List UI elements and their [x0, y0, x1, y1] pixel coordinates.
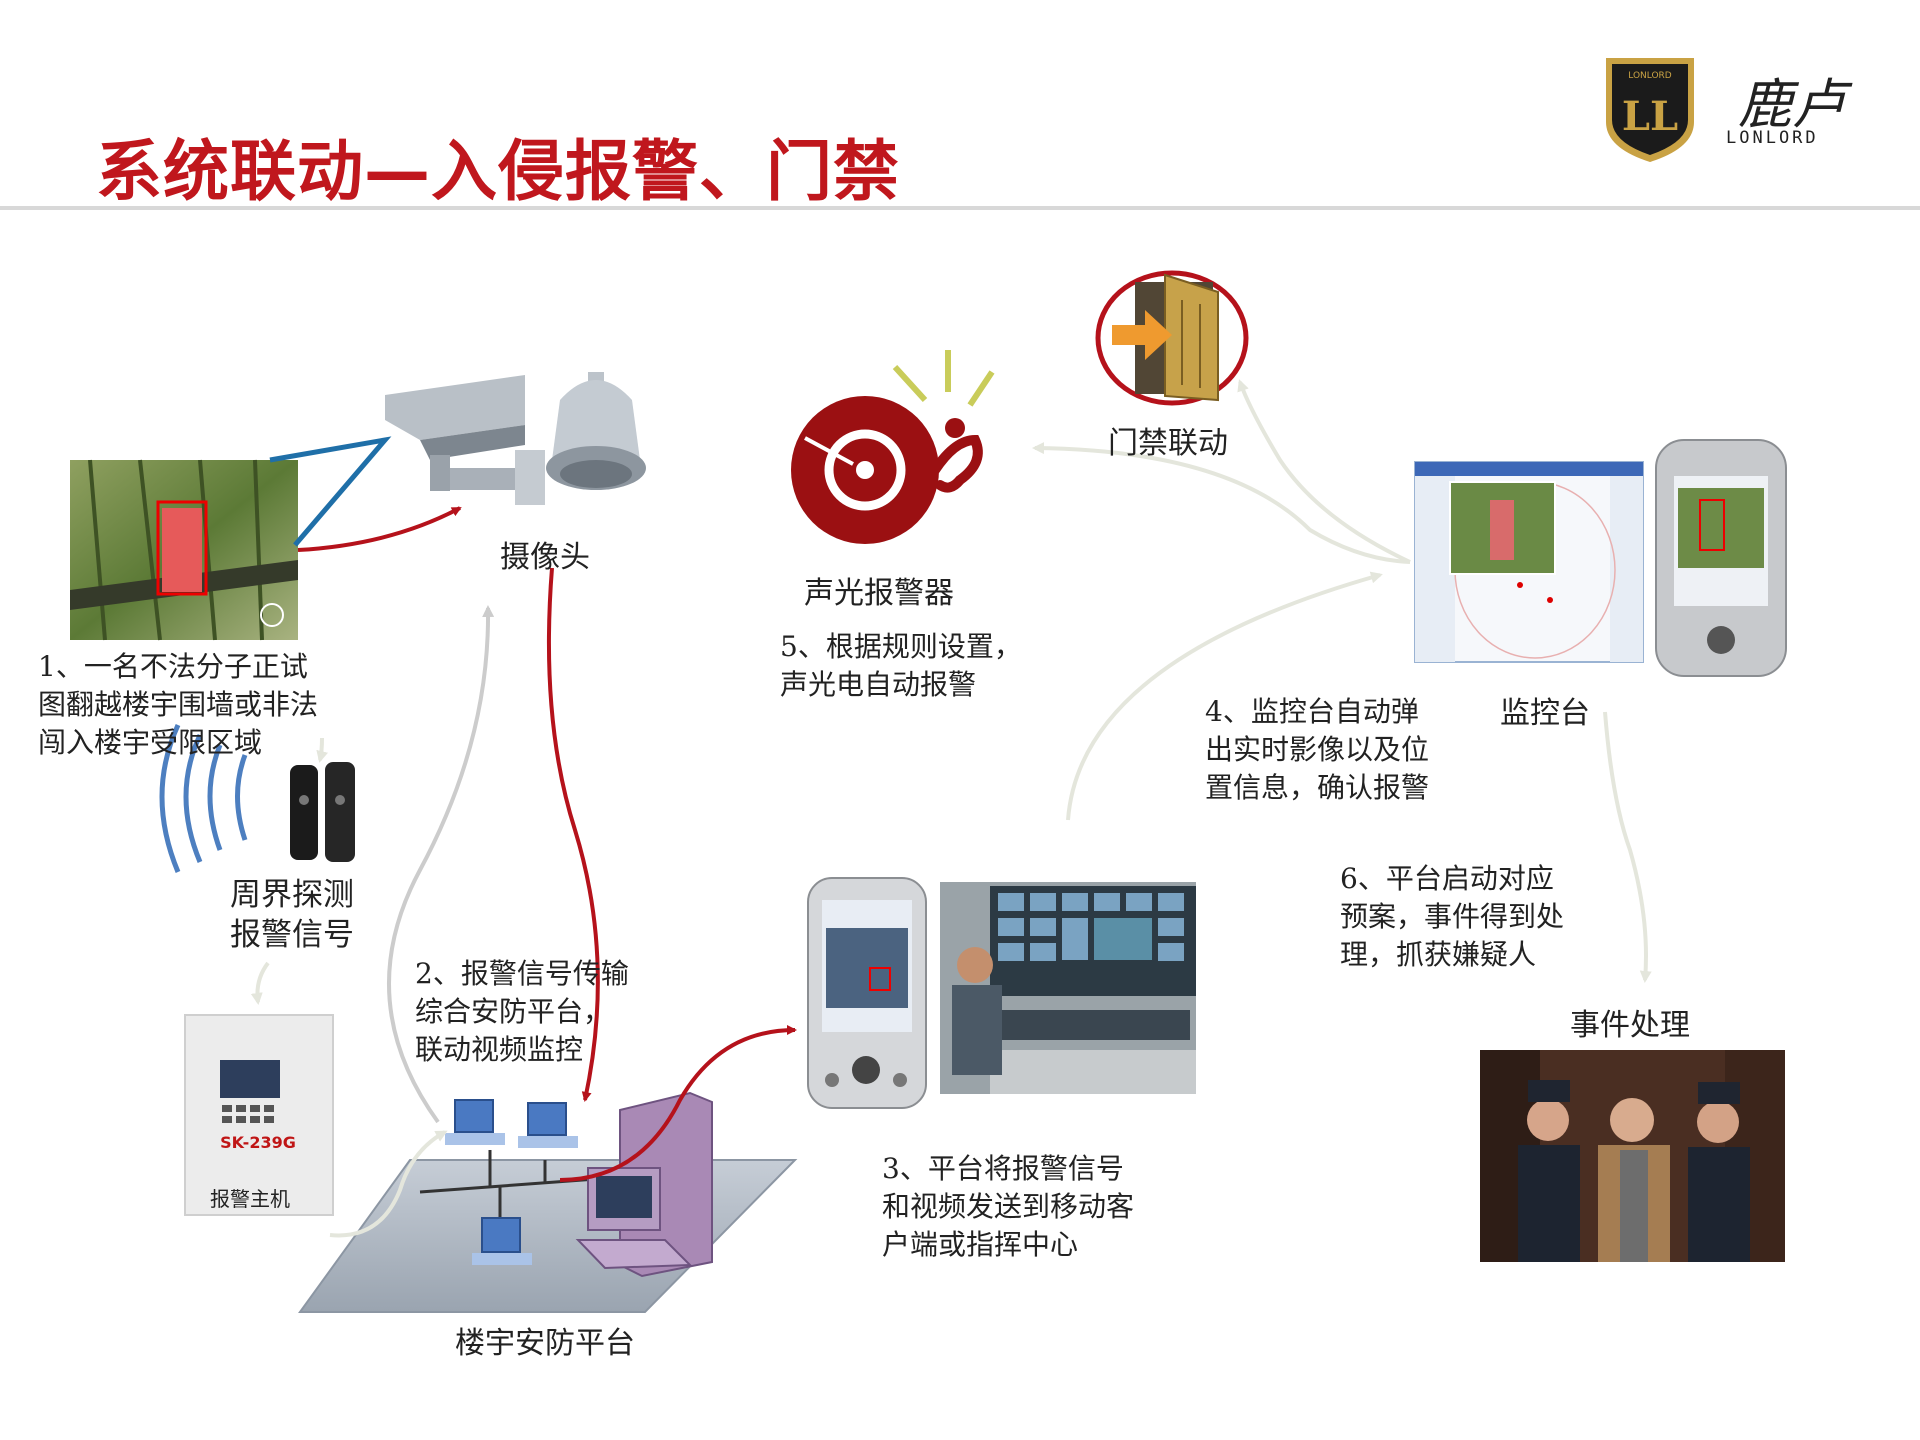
security-platform-network — [298, 1091, 798, 1313]
arrow-scene-to-camera — [297, 506, 462, 552]
intruder-photo — [70, 459, 298, 641]
view-cone-line — [269, 436, 392, 547]
arrow-detector-to-host — [250, 961, 270, 1005]
siren-alarm-icon — [791, 350, 995, 544]
console-screen-image — [1414, 461, 1644, 663]
perimeter-detector-icon — [159, 723, 355, 873]
arrow-console-to-incident — [1603, 711, 1652, 983]
arrow-camera-to-platform — [546, 567, 600, 1102]
step-6-text: 6、平台启动对应 预案，事件得到处 理，抓获嫌疑人 — [1340, 862, 1565, 971]
header-divider — [0, 206, 1920, 210]
logo-badge-small: LONLORD — [1628, 71, 1672, 81]
label-alarm-host: 报警主机 — [210, 1187, 290, 1211]
logo-badge-icon: LONLORD LL — [1606, 58, 1694, 162]
arrow-platform-to-mobile — [559, 1025, 797, 1182]
page-title: 系统联动—入侵报警、门禁 — [96, 133, 900, 210]
step-2-text: 2、报警信号传输 综合安防平台， 联动视频监控 — [415, 957, 629, 1066]
label-platform: 楼宇安防平台 — [455, 1326, 635, 1361]
incident-arrest-photo — [1480, 1050, 1785, 1262]
alarm-host-device: SK-239G — [184, 1014, 334, 1216]
arrow-mobile-to-console — [1066, 571, 1383, 821]
label-incident: 事件处理 — [1570, 1008, 1690, 1043]
label-door-linkage: 门禁联动 — [1108, 426, 1228, 461]
arrow-host-to-platform — [329, 1130, 448, 1238]
label-perimeter-signal: 周界探测 报警信号 — [230, 877, 354, 953]
step-5-text: 5、根据规则设置， 声光电自动报警 — [780, 630, 1022, 701]
step-4-text: 4、监控台自动弹 出实时影像以及位 置信息，确认报警 — [1205, 695, 1430, 804]
step-1-text: 1、一名不法分子正试 图翻越楼宇围墙或非法 闯入楼宇受限区域 — [38, 650, 319, 759]
door-access-icon — [1095, 270, 1249, 406]
arrow-console-to-door — [1237, 379, 1411, 564]
logo-badge-letters: LL — [1622, 93, 1678, 140]
label-camera: 摄像头 — [500, 540, 590, 575]
bullet-camera-icon — [385, 375, 545, 505]
command-center-photo — [940, 882, 1196, 1094]
label-console: 监控台 — [1500, 696, 1590, 731]
arrow-console-to-alarm — [1032, 442, 1411, 564]
mobile-client-pda — [807, 877, 927, 1109]
pda-device-icon — [1655, 439, 1787, 677]
step-3-text: 3、平台将报警信号 和视频发送到移动客 户端或指挥中心 — [882, 1152, 1135, 1261]
arrow-step1-to-detector — [316, 737, 329, 763]
logo-brand-en: LONLORD — [1726, 128, 1819, 148]
alarm-host-model: SK-239G — [220, 1133, 296, 1152]
arrow-platform-to-camera — [387, 605, 495, 1124]
logo-brand-cn: 鹿卢 — [1738, 73, 1846, 136]
dome-camera-icon — [546, 372, 646, 490]
label-alarm-device: 声光报警器 — [804, 576, 954, 611]
